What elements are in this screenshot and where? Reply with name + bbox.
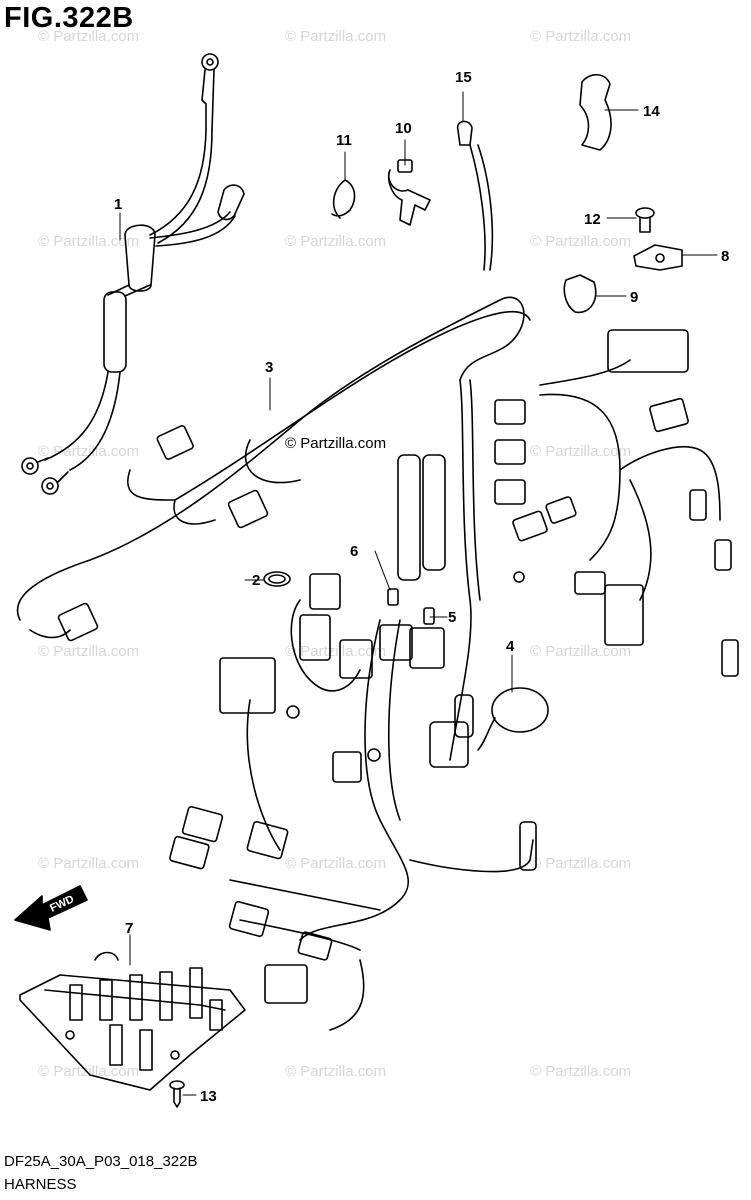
callout-1: 1 — [114, 196, 122, 213]
part-5-fuse — [423, 607, 435, 625]
watermark: © Partzilla.com — [530, 855, 632, 872]
callout-4: 4 — [506, 638, 515, 655]
part-8-plate — [633, 244, 683, 271]
harness-connectors — [57, 329, 739, 1004]
watermark: © Partzilla.com — [285, 643, 387, 660]
callout-8: 8 — [721, 248, 729, 265]
callout-14: 14 — [643, 103, 660, 120]
watermark: © Partzilla.com — [38, 643, 140, 660]
watermark: © Partzilla.com — [285, 233, 387, 250]
part-7-bracket — [19, 951, 246, 1091]
part-11-clip — [331, 179, 356, 219]
callout-11: 11 — [336, 132, 352, 149]
part-2-grommet — [263, 571, 291, 587]
callouts: 1 2 3 4 5 6 7 8 9 10 11 12 13 14 15 — [114, 69, 729, 1105]
part-13-screw — [169, 1080, 185, 1108]
callout-6: 6 — [350, 543, 358, 560]
watermark: © Partzilla.com — [38, 443, 140, 460]
callout-7: 7 — [125, 920, 133, 937]
callout-9: 9 — [630, 289, 638, 306]
watermark: © Partzilla.com — [285, 855, 387, 872]
part-6-fuse — [309, 573, 399, 610]
part-9-clip — [563, 274, 597, 314]
watermark: © Partzilla.com — [530, 643, 632, 660]
part-1-cable — [21, 53, 245, 495]
part-15-tie — [456, 120, 494, 271]
watermark: © Partzilla.com — [38, 855, 140, 872]
part-10-clamp — [387, 159, 431, 226]
callout-12: 12 — [584, 211, 601, 228]
watermark: © Partzilla.com — [38, 28, 140, 45]
leader-lines — [119, 91, 718, 1096]
callout-2: 2 — [252, 572, 260, 589]
watermark: © Partzilla.com — [530, 28, 632, 45]
callout-13: 13 — [200, 1088, 217, 1105]
watermark: © Partzilla.com — [530, 1063, 632, 1080]
part-12-bolt — [635, 207, 655, 233]
diagram-name: HARNESS — [4, 1176, 77, 1193]
callout-5: 5 — [448, 609, 456, 626]
watermark: © Partzilla.com — [38, 233, 140, 250]
fwd-arrow: FWD — [14, 885, 88, 931]
watermark: © Partzilla.com — [530, 443, 632, 460]
watermark: © Partzilla.com — [285, 28, 387, 45]
watermark: © Partzilla.com — [530, 233, 632, 250]
callout-10: 10 — [395, 120, 412, 137]
part-14-clamp — [579, 73, 612, 151]
watermark: © Partzilla.com — [285, 1063, 387, 1080]
watermark: © Partzilla.com — [38, 1063, 140, 1080]
watermark-center: © Partzilla.com — [285, 435, 387, 452]
callout-15: 15 — [455, 69, 472, 86]
callout-3: 3 — [265, 359, 273, 376]
figure-title: FIG.322B — [4, 2, 134, 34]
part-3-harness — [16, 296, 721, 1031]
diagram-code: DF25A_30A_P03_018_322B — [4, 1153, 198, 1170]
part-4-sensor — [477, 687, 549, 751]
